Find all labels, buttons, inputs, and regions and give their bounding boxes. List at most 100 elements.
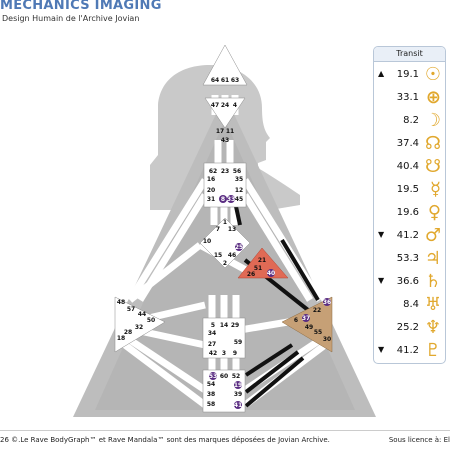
gate-label: 7 xyxy=(216,226,220,233)
gate-label: 44 xyxy=(138,311,146,318)
gate-label: 60 xyxy=(220,373,228,380)
gate-label: 30 xyxy=(323,336,331,343)
gate-label: 59 xyxy=(234,339,242,346)
gate-label: 42 xyxy=(209,350,217,357)
gate-label: 50 xyxy=(147,317,155,324)
gate-label: 53 xyxy=(209,373,217,380)
license-text: Sous licence à: El xyxy=(388,436,450,444)
solar-plexus-center xyxy=(281,296,333,353)
gate-label: 10 xyxy=(203,238,211,245)
transit-row-north-node: 37.4 ☊ xyxy=(374,133,445,156)
transit-row-neptune: 25.2 ♆ xyxy=(374,317,445,340)
gate-label: 36 xyxy=(323,299,331,306)
transit-value: 19.5 xyxy=(396,184,419,195)
gate-label: 20 xyxy=(207,187,215,194)
transit-panel: Transit ▲ 19.1 ☉ 33.1 ⊕ 8.2 ☽ 37.4 ☊ 40.… xyxy=(373,46,446,364)
spleen-center xyxy=(114,296,166,353)
defined-channel xyxy=(280,238,320,302)
gate-label: 27 xyxy=(208,341,216,348)
gate-label: 18 xyxy=(117,335,125,342)
app-title: MECHANICS IMAGING xyxy=(0,0,162,13)
channel xyxy=(122,342,208,408)
copyright-text: 26 ©.Le Rave BodyGraph™ et Rave Mandala™… xyxy=(0,436,330,444)
gate-label: 28 xyxy=(124,329,132,336)
transit-value: 41.2 xyxy=(396,230,419,241)
transit-row-venus: 19.6 ♀ xyxy=(374,202,445,225)
gate-label: 51 xyxy=(254,265,262,272)
gate-label: 21 xyxy=(258,257,266,264)
transit-row-jupiter: 53.3 ♃ xyxy=(374,248,445,271)
app-header: MECHANICS IMAGING Design Humain de l'Arc… xyxy=(0,0,450,26)
head-center xyxy=(202,44,248,86)
earth-icon: ⊕ xyxy=(425,87,441,108)
transit-value: 19.1 xyxy=(396,69,419,80)
gate-label: 45 xyxy=(235,196,243,203)
gate-label: 48 xyxy=(117,299,125,306)
gate-label: 3 xyxy=(222,350,226,357)
transit-direction: ▲ xyxy=(378,69,385,78)
gate-label: 8 xyxy=(221,196,225,203)
gate-label: 61 xyxy=(221,77,229,84)
gate-label: 19 xyxy=(234,382,242,389)
gate-label: 17 xyxy=(216,128,224,135)
transit-direction: ▼ xyxy=(378,276,385,285)
gate-label: 43 xyxy=(221,137,229,144)
gate-label: 4 xyxy=(233,102,237,109)
transit-value: 25.2 xyxy=(396,322,419,333)
transit-direction: ▼ xyxy=(378,230,385,239)
gate-label: 26 xyxy=(247,271,255,278)
gate-label: 37 xyxy=(302,315,310,322)
transit-row-mars: ▼ 41.2 ♂ xyxy=(374,225,445,248)
gate-label: 25 xyxy=(235,244,243,251)
jupiter-icon: ♃ xyxy=(424,248,441,269)
gate-label: 32 xyxy=(135,324,143,331)
gate-marker xyxy=(267,269,275,277)
transit-value: 40.4 xyxy=(396,161,419,172)
transit-value: 36.6 xyxy=(396,276,419,287)
transit-direction: ▼ xyxy=(378,345,385,354)
gate-label: 12 xyxy=(235,187,243,194)
defined-channel xyxy=(244,343,294,377)
gate-label: 2 xyxy=(223,260,227,267)
north-node-icon: ☊ xyxy=(425,133,441,154)
gate-label: 23 xyxy=(221,168,229,175)
mars-icon: ♂ xyxy=(424,225,441,246)
channel xyxy=(127,242,203,303)
gate-label: 40 xyxy=(267,270,275,277)
gate-label: 46 xyxy=(228,252,236,259)
transit-value: 8.4 xyxy=(403,299,419,310)
gate-marker xyxy=(209,372,217,380)
gate-label: 38 xyxy=(207,391,215,398)
defined-channel xyxy=(244,356,305,408)
gate-label: 52 xyxy=(232,373,240,380)
sun-icon: ☉ xyxy=(424,64,441,85)
transit-row-pluto: ▼ 41.2 ♇ xyxy=(374,340,445,363)
gate-label: 49 xyxy=(305,324,313,331)
gate-marker xyxy=(323,298,331,306)
gate-label: 63 xyxy=(231,77,239,84)
gate-label: 58 xyxy=(207,401,215,408)
transit-row-mercury: 19.5 ☿ xyxy=(374,179,445,202)
gate-label: 54 xyxy=(207,381,215,388)
gate-marker xyxy=(219,195,227,203)
channel xyxy=(127,178,208,302)
transit-row-south-node: 40.4 ☋ xyxy=(374,156,445,179)
gate-marker xyxy=(234,381,242,389)
gate-label: 47 xyxy=(211,102,219,109)
footer: 26 ©.Le Rave BodyGraph™ et Rave Mandala™… xyxy=(0,430,450,450)
gate-label: 56 xyxy=(233,168,241,175)
gate-label: 57 xyxy=(127,306,135,313)
transit-row-moon: 8.2 ☽ xyxy=(374,110,445,133)
gate-label: 15 xyxy=(214,252,222,259)
channel xyxy=(128,337,207,393)
saturn-icon: ♄ xyxy=(424,271,441,292)
transit-value: 8.2 xyxy=(403,115,419,126)
transit-value: 37.4 xyxy=(396,138,419,149)
gate-label: 39 xyxy=(234,391,242,398)
gate-label: 1 xyxy=(223,219,227,226)
gate-label: 34 xyxy=(208,330,216,337)
transit-row-earth: 33.1 ⊕ xyxy=(374,87,445,110)
transit-value: 19.6 xyxy=(396,207,419,218)
gate-marker xyxy=(234,401,242,409)
gate-label: 29 xyxy=(231,322,239,329)
